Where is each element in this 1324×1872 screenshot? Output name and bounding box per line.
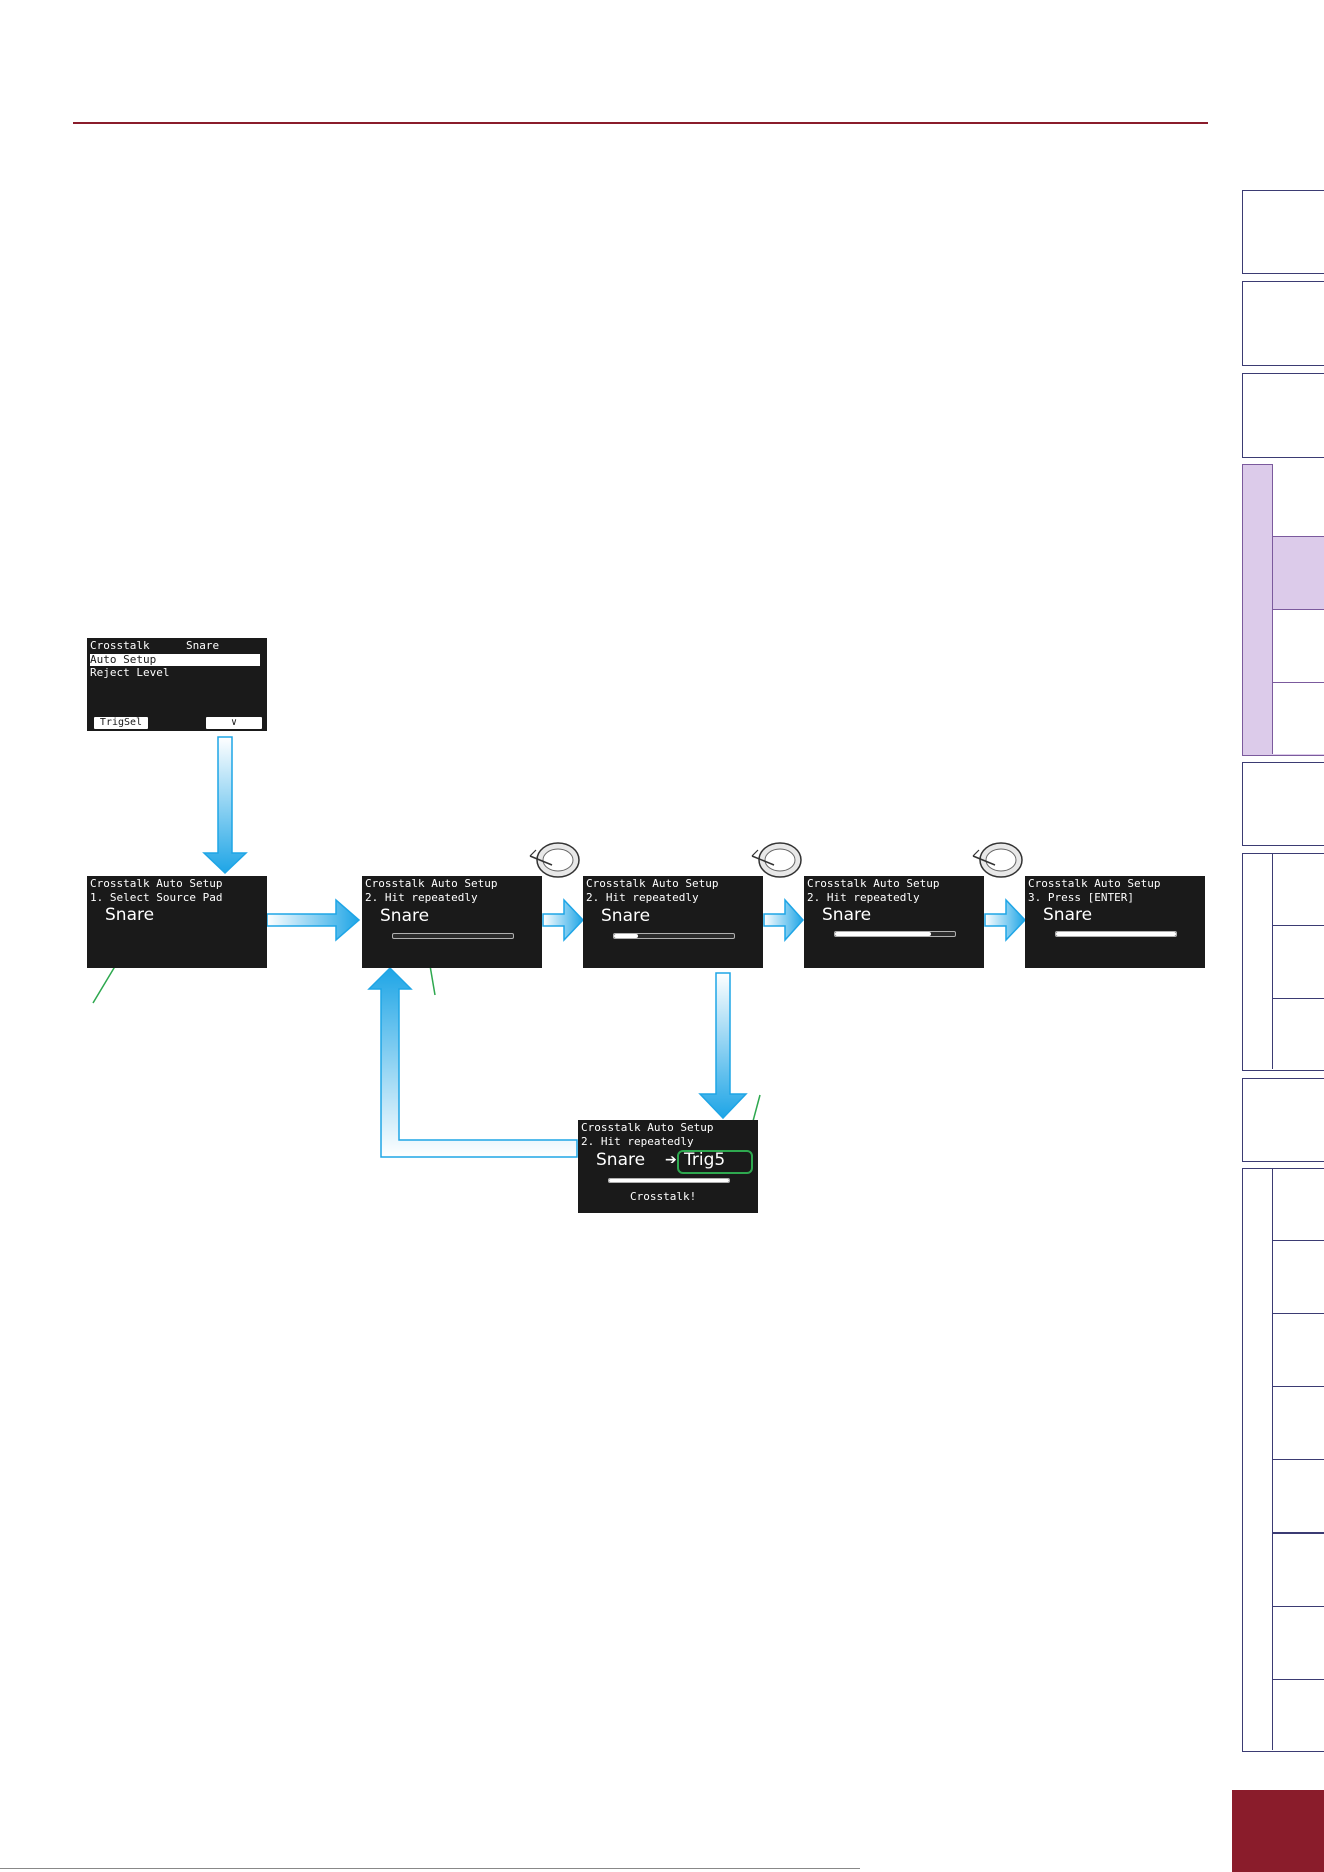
chevron-down-icon[interactable]: ∨: [206, 717, 262, 729]
lcd-step2-hit-progress: Crosstalk Auto Setup 2. Hit repeatedly S…: [583, 876, 763, 968]
source-pad-name: Snare: [596, 1150, 646, 1170]
level-meter: [392, 933, 514, 939]
menu-item-auto-setup[interactable]: Auto Setup: [90, 654, 260, 666]
screen-instruction: 1. Select Source Pad: [90, 891, 223, 904]
chapter-subtab[interactable]: [1272, 1387, 1324, 1460]
menu-item-reject-level[interactable]: Reject Level: [90, 666, 170, 679]
level-meter: [1055, 931, 1177, 937]
source-pad-name: Snare: [105, 905, 155, 925]
chapter-tab[interactable]: [1242, 1078, 1324, 1162]
level-meter-fill: [835, 932, 931, 936]
lcd-step1-select-pad: Crosstalk Auto Setup 1. Select Source Pa…: [87, 876, 267, 968]
chapter-subtab[interactable]: [1272, 1168, 1324, 1241]
level-meter-fill: [1056, 932, 1176, 936]
trigsel-button[interactable]: TrigSel: [94, 717, 148, 729]
menu-title: Crosstalk: [90, 639, 150, 652]
arrow-down-1: [202, 736, 248, 875]
menu-pad-name: Snare: [186, 639, 220, 652]
arrow-right-icon: ➔: [665, 1152, 677, 1168]
chapter-subtab[interactable]: [1272, 1607, 1324, 1680]
screen-instruction: 2. Hit repeatedly: [581, 1135, 694, 1148]
lcd-step2-hit-start: Crosstalk Auto Setup 2. Hit repeatedly S…: [362, 876, 542, 968]
chapter-subtab-active[interactable]: [1272, 537, 1324, 610]
chapter-tab-group: [1242, 1168, 1324, 1752]
footer-rule: [0, 1868, 860, 1869]
level-meter-fill: [614, 934, 638, 938]
chapter-subtab[interactable]: [1272, 1534, 1324, 1607]
screen-title: Crosstalk Auto Setup: [90, 877, 223, 890]
source-pad-name: Snare: [822, 905, 872, 925]
chapter-subtab[interactable]: [1272, 1241, 1324, 1314]
level-meter-fill: [609, 1179, 729, 1182]
chapter-subtab[interactable]: [1272, 853, 1324, 926]
crosstalk-status: Crosstalk!: [630, 1190, 697, 1203]
arrow-right-3: [763, 898, 805, 942]
arrow-return: [367, 966, 578, 1158]
screen-instruction: 3. Press [ENTER]: [1028, 891, 1134, 904]
lcd-crosstalk-detected: Crosstalk Auto Setup 2. Hit repeatedly S…: [578, 1120, 758, 1213]
chapter-tab-group: [1242, 853, 1324, 1071]
drum-pad-icon: [972, 842, 1023, 878]
chapter-subtab[interactable]: [1272, 610, 1324, 683]
source-pad-name: Snare: [1043, 905, 1093, 925]
chapter-subtab[interactable]: [1272, 926, 1324, 999]
lcd-crosstalk-menu: Crosstalk Snare Auto Setup Reject Level …: [87, 638, 267, 731]
screen-instruction: 2. Hit repeatedly: [365, 891, 478, 904]
screen-instruction: 2. Hit repeatedly: [807, 891, 920, 904]
lcd-step2-hit-near-done: Crosstalk Auto Setup 2. Hit repeatedly S…: [804, 876, 984, 968]
level-meter: [834, 931, 956, 937]
chapter-subtab[interactable]: [1272, 1460, 1324, 1534]
drum-pad-icon: [751, 842, 802, 878]
trigger-callout-box: [677, 1150, 753, 1174]
arrow-right-2: [542, 898, 585, 942]
chapter-subtab[interactable]: [1272, 464, 1324, 537]
drum-pad-icon: [529, 842, 580, 878]
chapter-subtab[interactable]: [1272, 999, 1324, 1069]
chapter-subtab[interactable]: [1272, 1680, 1324, 1750]
level-meter: [613, 933, 735, 939]
screen-title: Crosstalk Auto Setup: [365, 877, 498, 890]
source-pad-name: Snare: [601, 906, 651, 926]
crosstalk-trigger-name: Trig5: [684, 1150, 726, 1170]
chapter-tab[interactable]: [1242, 281, 1324, 366]
screen-instruction: 2. Hit repeatedly: [586, 891, 699, 904]
arrow-right-4: [984, 898, 1027, 942]
screen-title: Crosstalk Auto Setup: [1028, 877, 1161, 890]
arrow-right-1: [266, 898, 361, 942]
source-pad-name: Snare: [380, 906, 430, 926]
chapter-subtab[interactable]: [1272, 1314, 1324, 1387]
page-number-badge: [1232, 1790, 1324, 1872]
lcd-step3-press-enter: Crosstalk Auto Setup 3. Press [ENTER] Sn…: [1025, 876, 1205, 968]
screen-title: Crosstalk Auto Setup: [807, 877, 940, 890]
screen-title: Crosstalk Auto Setup: [581, 1121, 714, 1134]
chapter-subtab[interactable]: [1272, 683, 1324, 754]
header-rule: [73, 122, 1208, 124]
chapter-tab[interactable]: [1242, 762, 1324, 846]
screen-title: Crosstalk Auto Setup: [586, 877, 719, 890]
level-meter: [608, 1178, 730, 1183]
arrow-down-2: [698, 972, 748, 1120]
chapter-tab[interactable]: [1242, 190, 1324, 274]
chapter-tab[interactable]: [1242, 373, 1324, 458]
